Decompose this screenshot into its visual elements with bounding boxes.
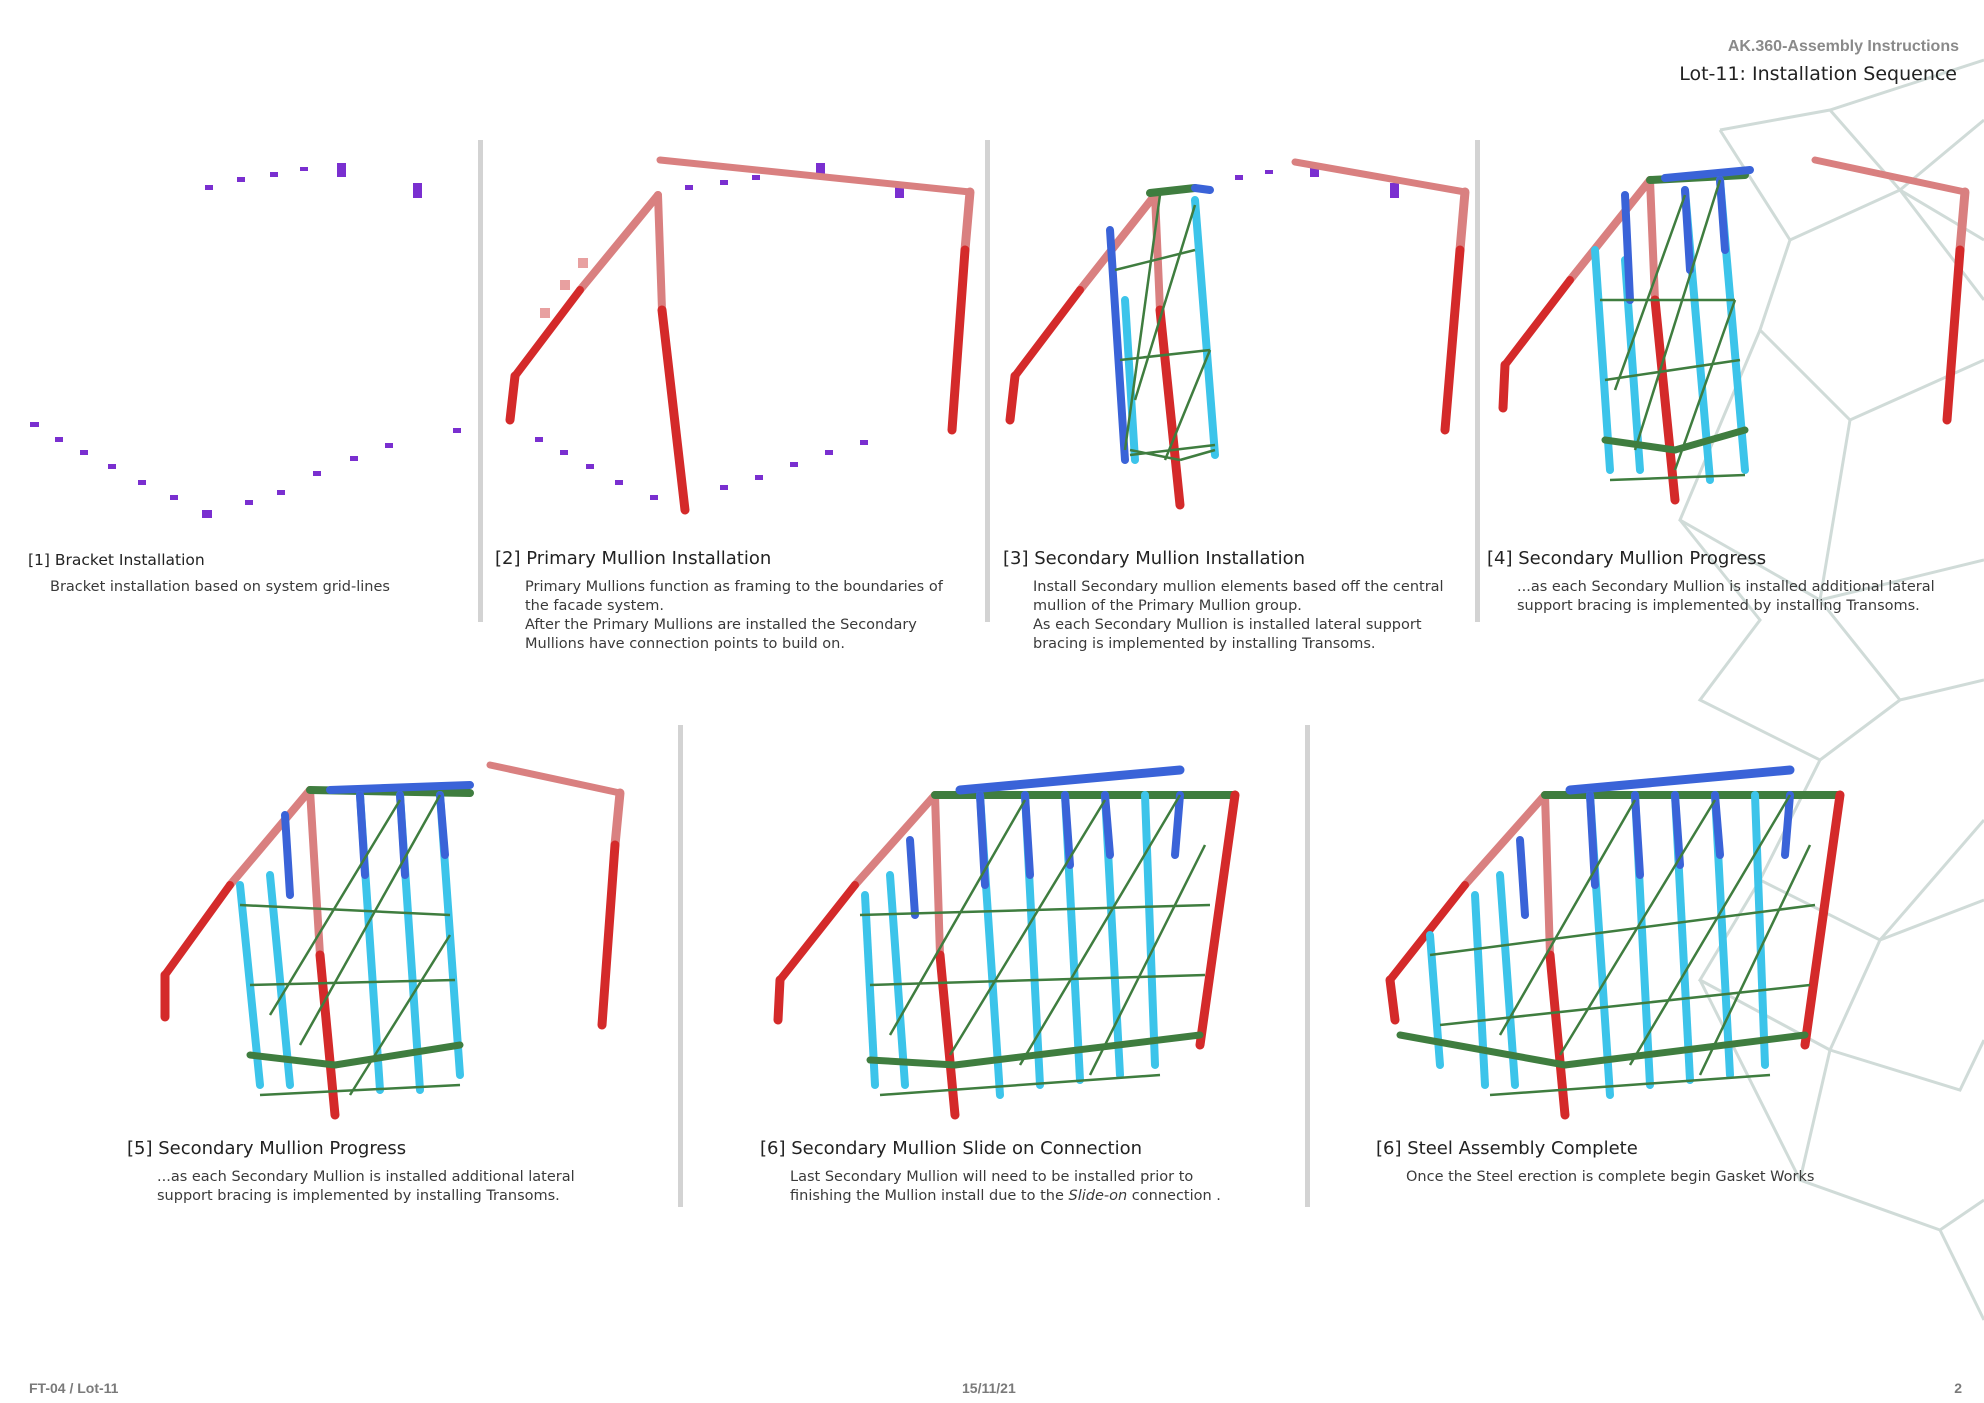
step-title: [6] Steel Assembly Complete bbox=[1376, 1138, 1638, 1159]
step-7-caption: [6] Steel Assembly Complete Once the Ste… bbox=[1376, 1138, 1814, 1187]
step-description: Last Secondary Mullion will need to be i… bbox=[790, 1169, 1221, 1204]
step-4-caption: [4] Secondary Mullion Progress ...as eac… bbox=[1487, 548, 1935, 616]
divider bbox=[478, 140, 483, 622]
figure-step-2 bbox=[505, 156, 975, 515]
step-description: Install Secondary mullion elements based… bbox=[1033, 579, 1444, 652]
divider bbox=[678, 725, 683, 1207]
step-title: [6] Secondary Mullion Slide on Connectio… bbox=[760, 1138, 1142, 1159]
step-description: ...as each Secondary Mullion is installe… bbox=[157, 1169, 575, 1204]
step-title: [4] Secondary Mullion Progress bbox=[1487, 548, 1767, 569]
step-title: [2] Primary Mullion Installation bbox=[495, 548, 772, 569]
step-description: Bracket installation based on system gri… bbox=[50, 579, 390, 595]
divider bbox=[1475, 140, 1480, 622]
document-title: AK.360-Assembly Instructions bbox=[1727, 38, 1959, 55]
step-title: [1] Bracket Installation bbox=[28, 551, 205, 569]
step-description: ...as each Secondary Mullion is installe… bbox=[1517, 579, 1935, 614]
step-6-caption: [6] Secondary Mullion Slide on Connectio… bbox=[760, 1138, 1221, 1206]
footer-reference: FT-04 / Lot-11 bbox=[29, 1380, 119, 1396]
step-title: [3] Secondary Mullion Installation bbox=[1003, 548, 1306, 569]
step-2-caption: [2] Primary Mullion Installation Primary… bbox=[495, 548, 943, 654]
figure-step-1 bbox=[30, 163, 461, 518]
divider bbox=[1305, 725, 1310, 1207]
figure-step-4 bbox=[1498, 156, 1970, 505]
figure-step-7-complete bbox=[1385, 765, 1845, 1120]
sheet-title: Lot-11: Installation Sequence bbox=[1679, 63, 1957, 85]
step-3-caption: [3] Secondary Mullion Installation Insta… bbox=[1003, 548, 1444, 654]
divider bbox=[985, 140, 990, 622]
step-title: [5] Secondary Mullion Progress bbox=[127, 1138, 407, 1159]
figure-step-5 bbox=[160, 761, 625, 1120]
step-description: Once the Steel erection is complete begi… bbox=[1406, 1169, 1815, 1185]
figure-step-3 bbox=[1005, 158, 1470, 510]
step-1-caption: [1] Bracket Installation Bracket install… bbox=[28, 551, 390, 597]
footer-date: 15/11/21 bbox=[962, 1380, 1016, 1396]
step-description: Primary Mullions function as framing to … bbox=[525, 579, 943, 652]
step-5-caption: [5] Secondary Mullion Progress ...as eac… bbox=[127, 1138, 575, 1206]
figure-step-6-slide-on bbox=[773, 765, 1240, 1120]
page-number: 2 bbox=[1954, 1380, 1962, 1396]
